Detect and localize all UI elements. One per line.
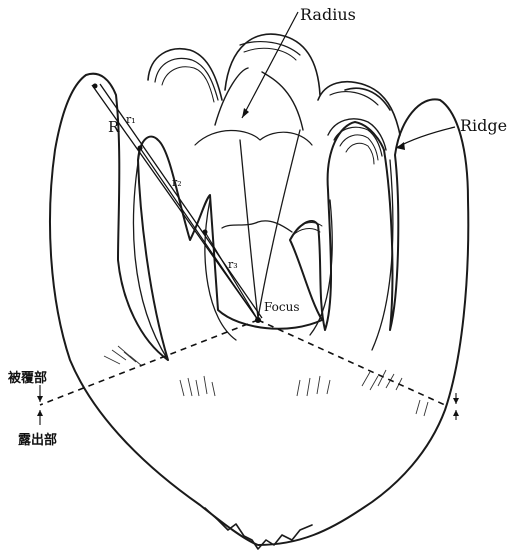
radius-label: Radius	[300, 5, 356, 24]
focus-label: Focus	[264, 300, 300, 314]
exposed-part-label: 露出部	[18, 432, 57, 448]
boundary-line-left	[40, 320, 258, 405]
r3-label: r₃	[228, 258, 238, 271]
ridge-lines	[292, 119, 386, 236]
basal-hatching	[104, 346, 428, 416]
r1-label: r₁	[126, 113, 136, 126]
covered-part-label: 被覆部	[7, 370, 47, 386]
ridge-label: Ridge	[460, 116, 507, 135]
r2-label: r₂	[172, 176, 182, 189]
big-r-label: R	[108, 118, 120, 136]
scale-tip-edge	[205, 508, 312, 549]
boundary-line-right	[258, 320, 445, 405]
